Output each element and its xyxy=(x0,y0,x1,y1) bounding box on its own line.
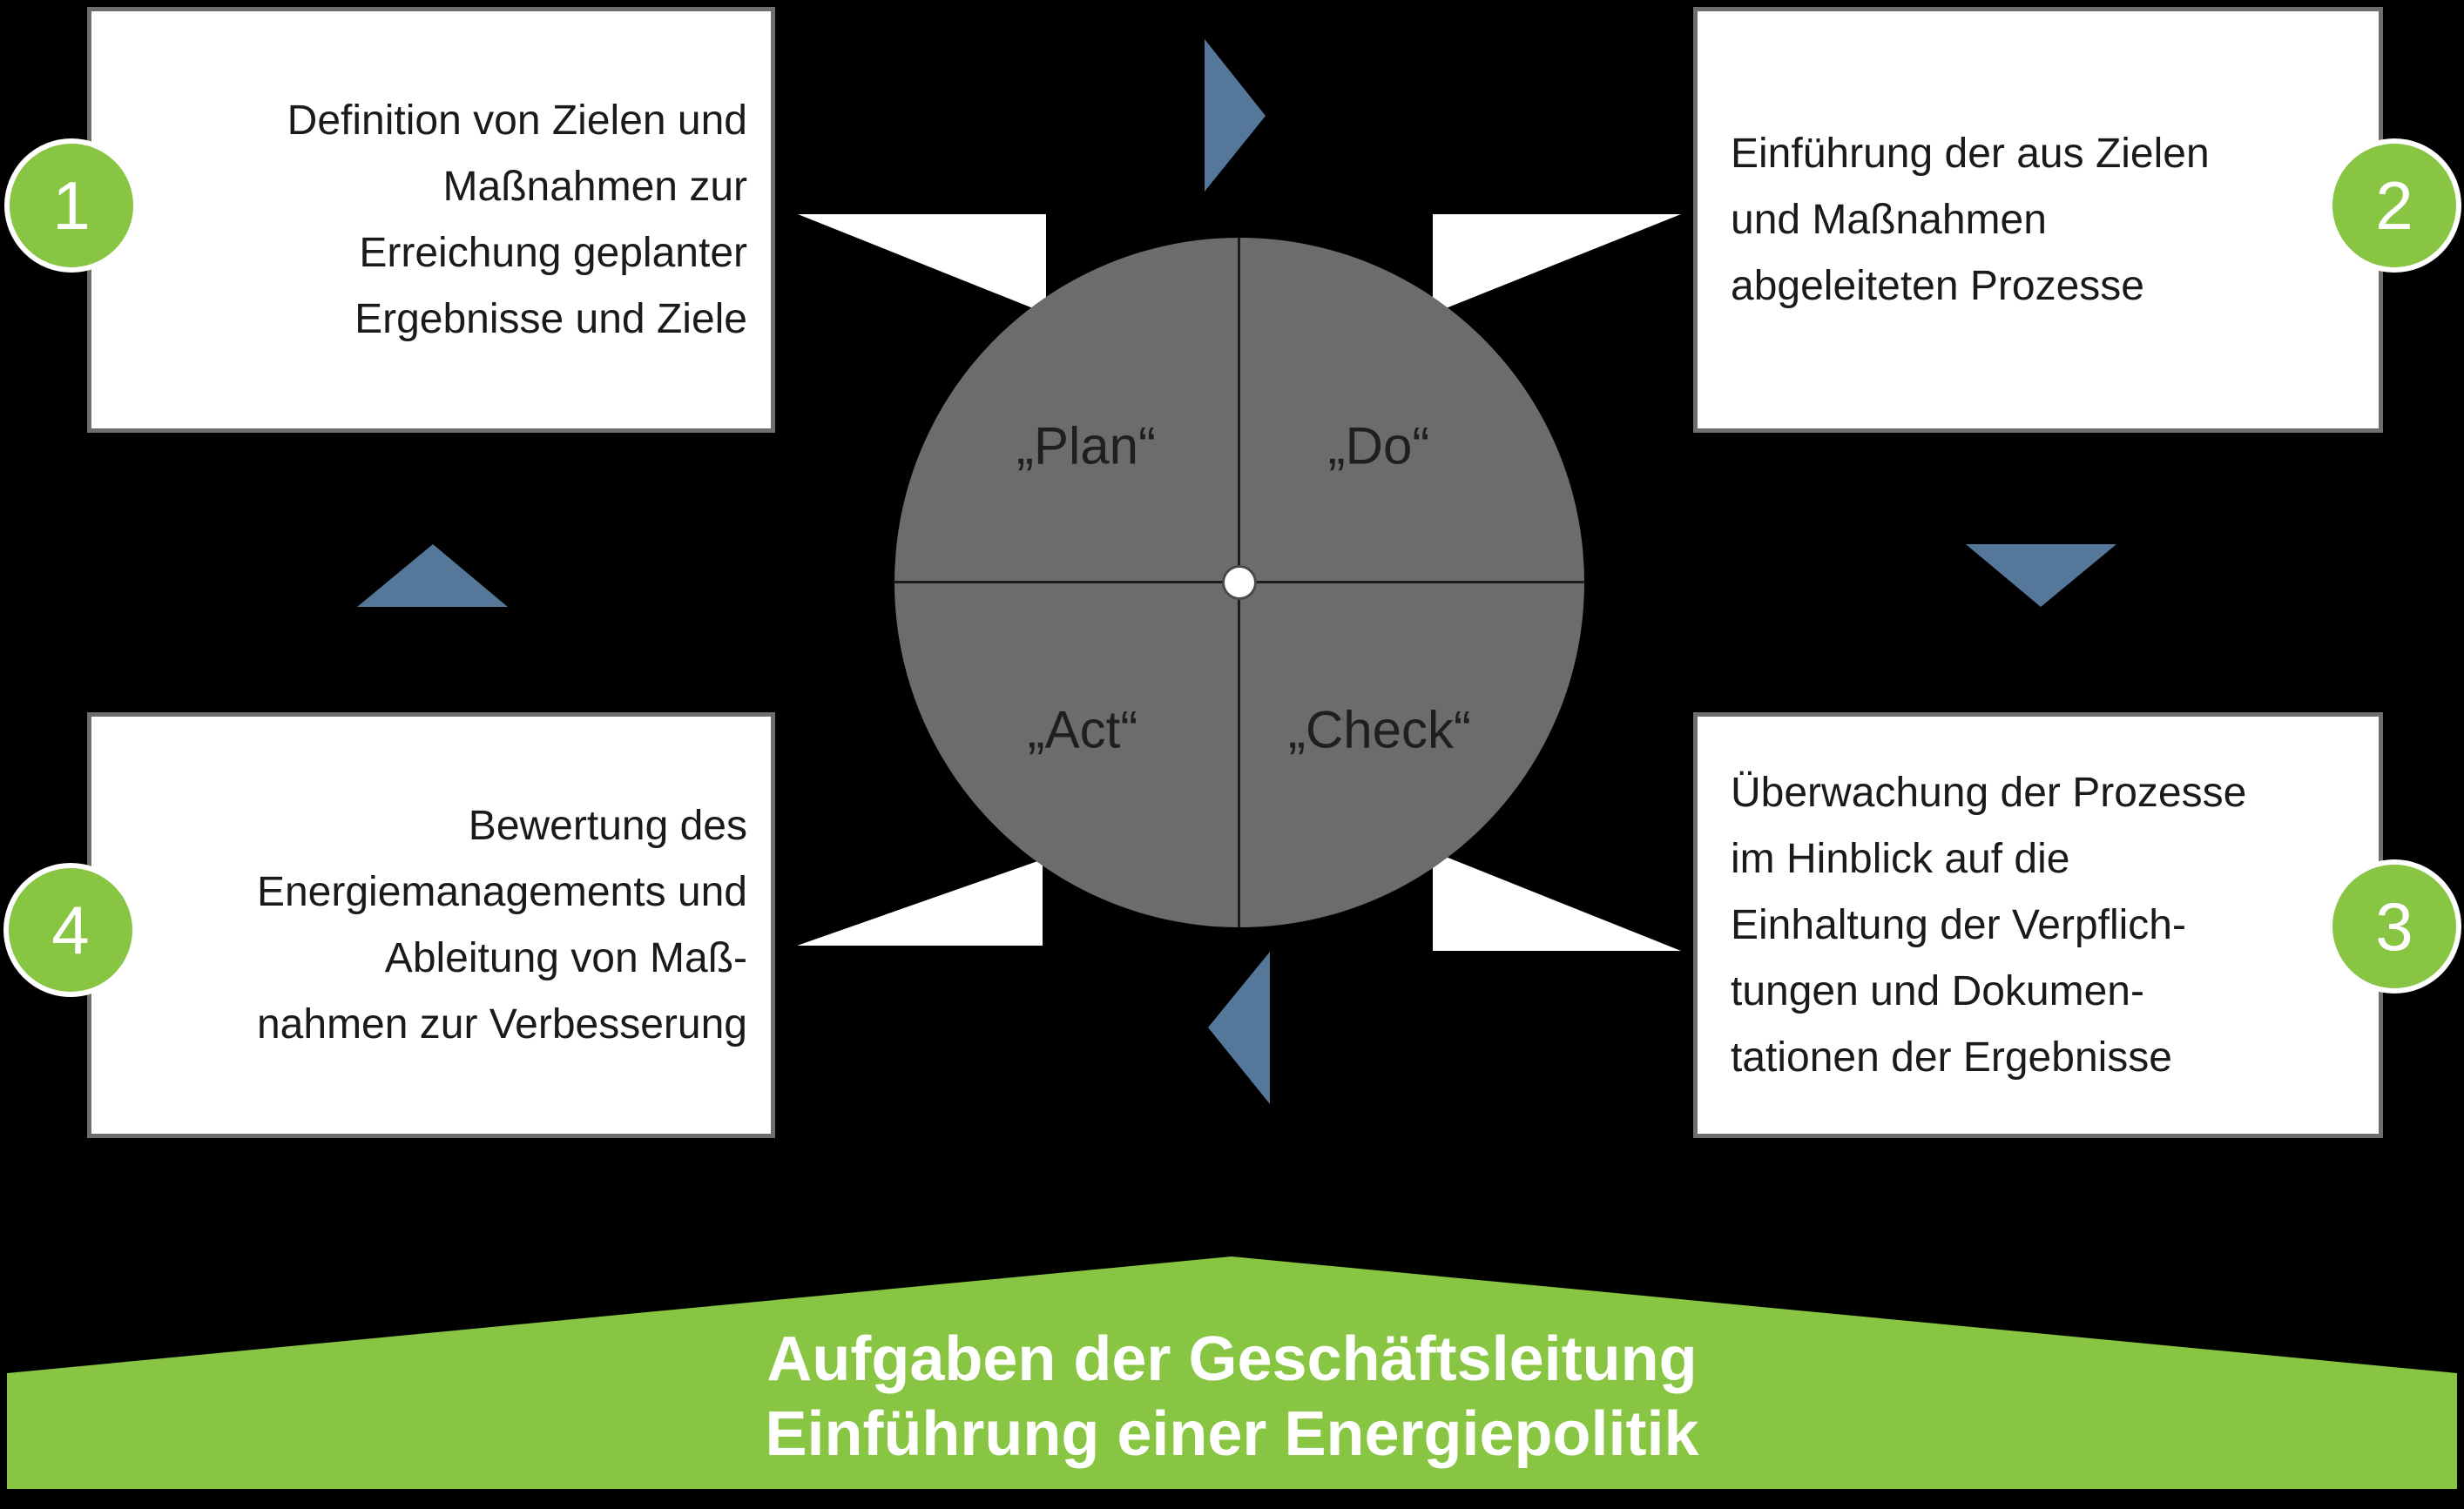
connector-wedge-top-left xyxy=(798,214,1046,313)
step-4-text-line: Bewertung des xyxy=(468,802,747,849)
banner-line-1: Aufgaben der Geschäftsleitung xyxy=(766,1324,1698,1394)
step-3-text-line: im Hinblick auf die xyxy=(1731,835,2070,882)
step-4-text-line: Energiemanagements und xyxy=(256,868,747,915)
cycle-center-dot xyxy=(1222,565,1257,600)
step-2-box: Einführung der aus Zielen und Maßnahmen … xyxy=(1693,7,2383,433)
cycle-arrow-down-icon xyxy=(1966,544,2116,607)
step-1-badge: 1 xyxy=(4,138,138,273)
cycle-arrow-left-icon xyxy=(1208,952,1270,1104)
step-1-text-line: Definition von Zielen und xyxy=(287,97,747,144)
step-3-text-line: tationen der Ergebnisse xyxy=(1731,1034,2172,1081)
step-3-text-line: Einhaltung der Verpflich- xyxy=(1731,901,2186,948)
connector-wedge-top-right xyxy=(1433,214,1681,313)
step-1-text-line: Maßnahmen zur xyxy=(442,163,747,210)
step-2-text-line: Einführung der aus Zielen xyxy=(1731,130,2210,177)
management-banner-text: Aufgaben der Geschäftsleitung Einführung… xyxy=(7,1322,2457,1472)
step-1-box: Definition von Zielen und Maßnahmen zur … xyxy=(87,7,775,433)
connector-wedge-bottom-left xyxy=(797,859,1043,946)
step-2-text-line: und Maßnahmen xyxy=(1731,196,2047,243)
quadrant-label-plan: „Plan“ xyxy=(1016,416,1157,475)
step-4-badge: 4 xyxy=(3,863,138,997)
cycle-arrow-up-icon xyxy=(357,544,508,607)
step-3-badge: 3 xyxy=(2327,859,2461,994)
step-2-badge: 2 xyxy=(2327,138,2461,273)
step-4-box: Bewertung des Energiemanagements und Abl… xyxy=(87,712,775,1138)
connector-wedge-bottom-right xyxy=(1433,852,1681,951)
step-1-text-line: Ergebnisse und Ziele xyxy=(354,295,747,342)
step-1-text-line: Erreichung geplanter xyxy=(359,229,747,276)
step-4-text-line: Ableitung von Maß- xyxy=(384,934,747,981)
step-2-text-line: abgeleiteten Prozesse xyxy=(1731,262,2144,309)
cycle-arrow-right-icon xyxy=(1205,39,1266,192)
step-3-box: Überwachung der Prozesse im Hinblick auf… xyxy=(1693,712,2383,1138)
quadrant-label-act: „Act“ xyxy=(1027,700,1138,759)
pdca-cycle-circle: „Plan“ „Do“ „Act“ „Check“ xyxy=(894,238,1584,927)
quadrant-label-check: „Check“ xyxy=(1287,700,1472,759)
step-4-text-line: nahmen zur Verbesserung xyxy=(256,1000,747,1048)
banner-line-2: Einführung einer Energiepolitik xyxy=(765,1399,1699,1469)
step-3-text-line: Überwachung der Prozesse xyxy=(1731,769,2247,816)
quadrant-label-do: „Do“ xyxy=(1327,416,1430,475)
step-3-text-line: tungen und Dokumen- xyxy=(1731,967,2144,1014)
